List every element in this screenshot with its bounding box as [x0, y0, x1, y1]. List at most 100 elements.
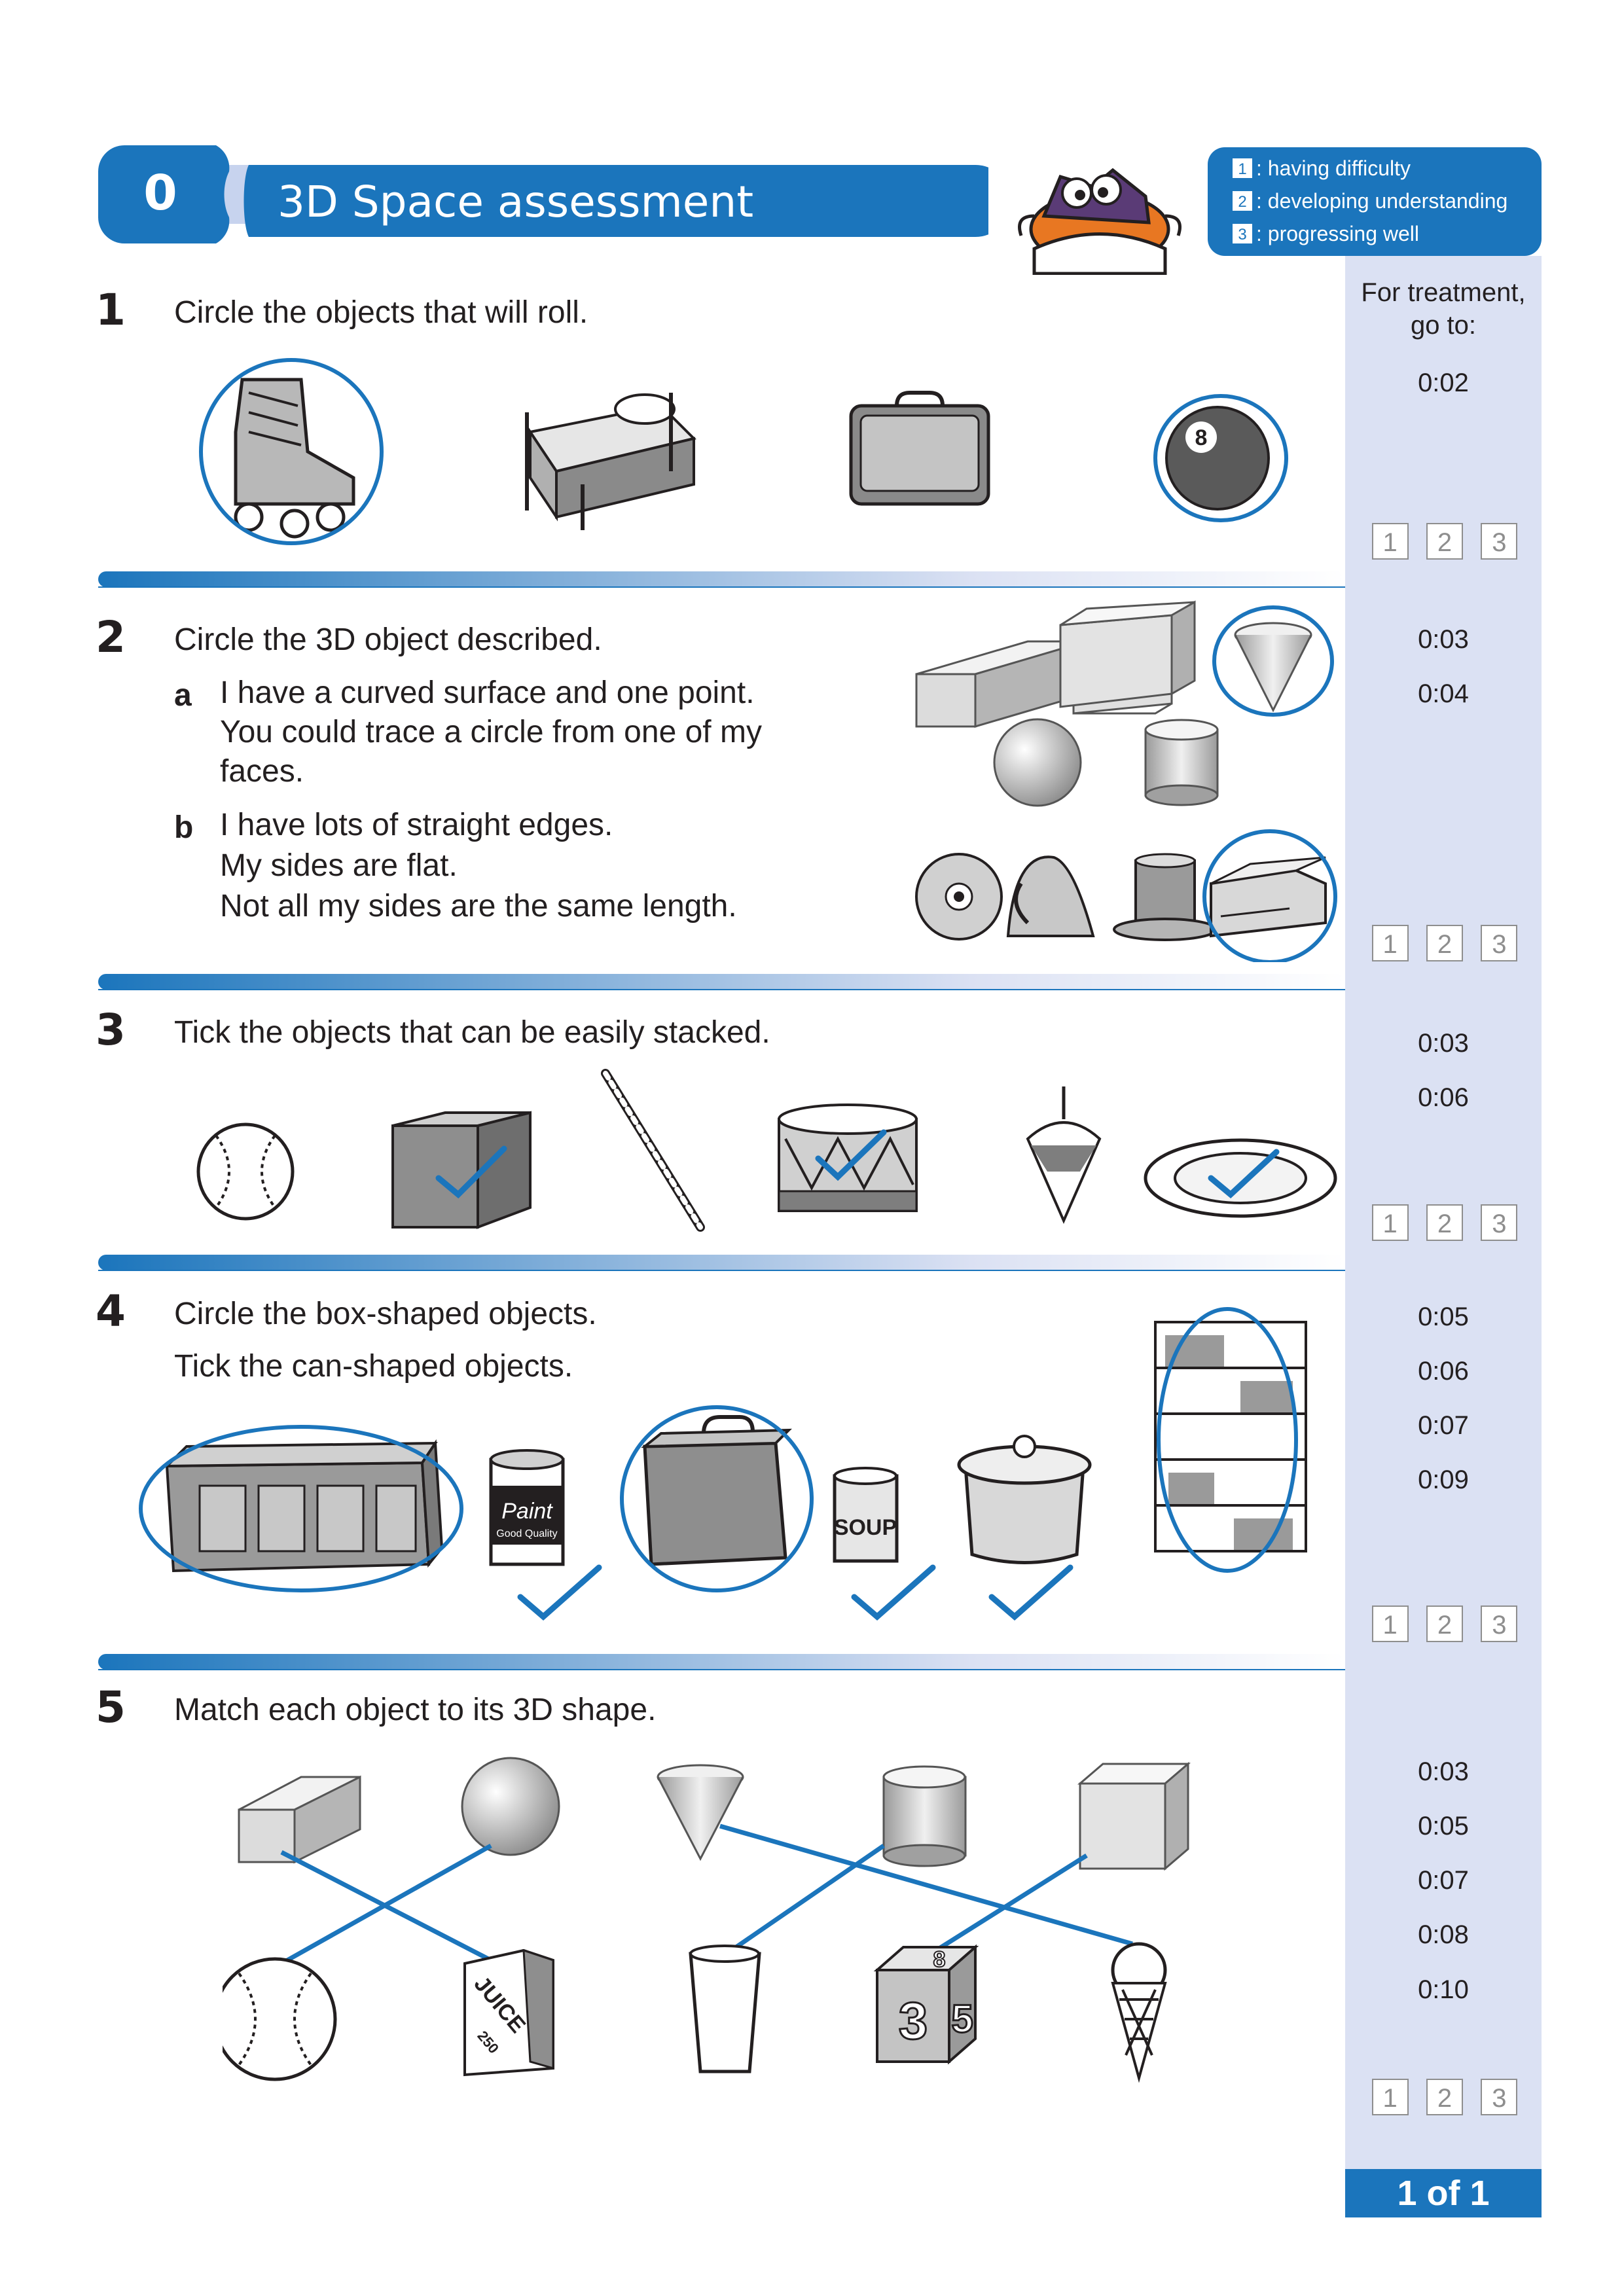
rating-box-2[interactable]: 2	[1426, 2079, 1463, 2115]
rating-row-q2: 1 2 3	[1363, 925, 1526, 965]
ref-q4-3: 0:07	[1418, 1411, 1469, 1440]
rating-box-3[interactable]: 3	[1481, 1204, 1518, 1241]
cube-icon	[1059, 600, 1196, 715]
rating-row-q4: 1 2 3	[1363, 1605, 1526, 1646]
glass-icon	[689, 1945, 761, 2073]
rating-box-1[interactable]: 1	[1371, 1605, 1409, 1642]
legend-key: 2	[1233, 191, 1252, 211]
block-number-c: 8	[933, 1947, 946, 1972]
answer-circle	[1202, 829, 1337, 962]
ref-q1-1: 0:02	[1418, 368, 1469, 397]
sphere-icon	[993, 718, 1082, 807]
rating-box-3[interactable]: 3	[1481, 925, 1518, 961]
paint-can-icon: Paint Good Quality	[489, 1449, 565, 1566]
q4-objects: Paint Good Quality SOUP	[139, 1307, 1307, 1621]
ref-q4-1: 0:05	[1418, 1302, 1469, 1331]
tick-icon	[851, 1564, 936, 1621]
part-b-line1: I have lots of straight edges.	[220, 808, 613, 842]
cuboid-icon	[238, 1775, 361, 1864]
rating-box-3[interactable]: 3	[1481, 1605, 1518, 1642]
tick-icon	[988, 1564, 1074, 1621]
ref-q5-5: 0:10	[1418, 1975, 1469, 2004]
paint-sublabel: Good Quality	[496, 1528, 557, 1539]
ref-q2-2: 0:04	[1418, 679, 1469, 708]
tick-icon	[435, 1145, 507, 1199]
ref-q5-1: 0:03	[1418, 1757, 1469, 1786]
question-number: 5	[96, 1682, 126, 1732]
answer-circle	[620, 1405, 814, 1592]
cabinet-icon	[164, 1439, 444, 1573]
cone-icon	[1234, 622, 1312, 713]
legend-box: 1 : having difficulty 2 : developing und…	[1208, 147, 1542, 256]
ref-q5-2: 0:05	[1418, 1812, 1469, 1840]
rating-box-1[interactable]: 1	[1371, 2079, 1409, 2115]
q5-matching: JUICE 250 3 5 8	[223, 1757, 1191, 2083]
part-b-line2: My sides are flat.	[220, 848, 458, 883]
rating-box-1[interactable]: 1	[1371, 523, 1409, 560]
q3-objects	[196, 1069, 1337, 1232]
sidebar-heading-line2: go to:	[1410, 311, 1477, 340]
chapter-number: 0	[143, 165, 177, 221]
legend-key: 3	[1233, 224, 1252, 243]
part-b-line3: Not all my sides are the same length.	[220, 889, 737, 924]
cylinder-icon	[882, 1765, 967, 1867]
plate-icon	[1144, 1138, 1337, 1218]
block-number-a: 3	[899, 1992, 928, 2050]
answer-circle	[199, 358, 384, 545]
rating-box-2[interactable]: 2	[1426, 523, 1463, 560]
answer-circle	[139, 1425, 463, 1592]
tick-icon	[815, 1129, 887, 1181]
section-divider	[98, 1255, 1345, 1271]
question-text-2: Tick the can-shaped objects.	[174, 1349, 573, 1384]
rating-box-1[interactable]: 1	[1371, 1204, 1409, 1241]
ref-q5-3: 0:07	[1418, 1866, 1469, 1895]
question-number: 3	[96, 1005, 126, 1055]
cone-icon	[657, 1764, 744, 1861]
answer-circle	[1212, 605, 1334, 717]
ref-q4-4: 0:09	[1418, 1465, 1469, 1494]
drum-icon	[778, 1103, 918, 1212]
ref-q3-2: 0:06	[1418, 1083, 1469, 1112]
q1-objects: 8	[199, 358, 1288, 545]
cube-icon	[1077, 1761, 1191, 1871]
question-text: Match each object to its 3D shape.	[174, 1693, 657, 1727]
cuboid-icon	[915, 639, 1088, 728]
part-letter: b	[174, 810, 194, 845]
legend-item-1: 1 : having difficulty	[1233, 154, 1411, 183]
rating-box-3[interactable]: 3	[1481, 2079, 1518, 2115]
part-a-line1: I have a curved surface and one point.	[220, 675, 755, 710]
question-text-1: Circle the box-shaped objects.	[174, 1297, 597, 1331]
section-divider	[98, 1654, 1345, 1670]
ref-q2-1: 0:03	[1418, 625, 1469, 654]
rating-box-2[interactable]: 2	[1426, 925, 1463, 961]
number-block-icon: 3 5 8	[873, 1944, 979, 2065]
page-counter: 1 of 1	[1345, 2169, 1542, 2217]
part-a-line2: You could trace a circle from one of my	[220, 715, 762, 749]
rating-box-2[interactable]: 2	[1426, 1605, 1463, 1642]
straw-icon	[601, 1069, 705, 1232]
baseball-icon	[196, 1122, 295, 1221]
section-divider	[98, 571, 1345, 588]
question-number: 2	[96, 612, 126, 662]
rating-box-1[interactable]: 1	[1371, 925, 1409, 961]
q2-shapes	[915, 600, 1337, 962]
pot-icon	[957, 1435, 1092, 1564]
rating-box-2[interactable]: 2	[1426, 1204, 1463, 1241]
rating-box-3[interactable]: 3	[1481, 523, 1518, 560]
ball-number: 8	[1195, 425, 1208, 450]
question-number: 1	[96, 285, 126, 335]
briefcase-icon	[641, 1415, 792, 1566]
block-number-b: 5	[951, 1997, 973, 2041]
answer-circle	[1153, 394, 1288, 522]
roller-skate-icon	[234, 378, 355, 539]
soup-can-icon: SOUP	[833, 1467, 899, 1563]
bookcase-icon	[1154, 1321, 1307, 1552]
part-a-line3: faces.	[220, 754, 304, 789]
baseball-icon	[223, 1957, 337, 2081]
cylinder-icon	[1144, 719, 1219, 806]
answer-circle	[1157, 1307, 1298, 1573]
party-hat-icon	[1006, 855, 1095, 937]
rating-row-q3: 1 2 3	[1363, 1204, 1526, 1245]
tick-icon	[1208, 1149, 1280, 1198]
section-divider	[98, 974, 1345, 990]
